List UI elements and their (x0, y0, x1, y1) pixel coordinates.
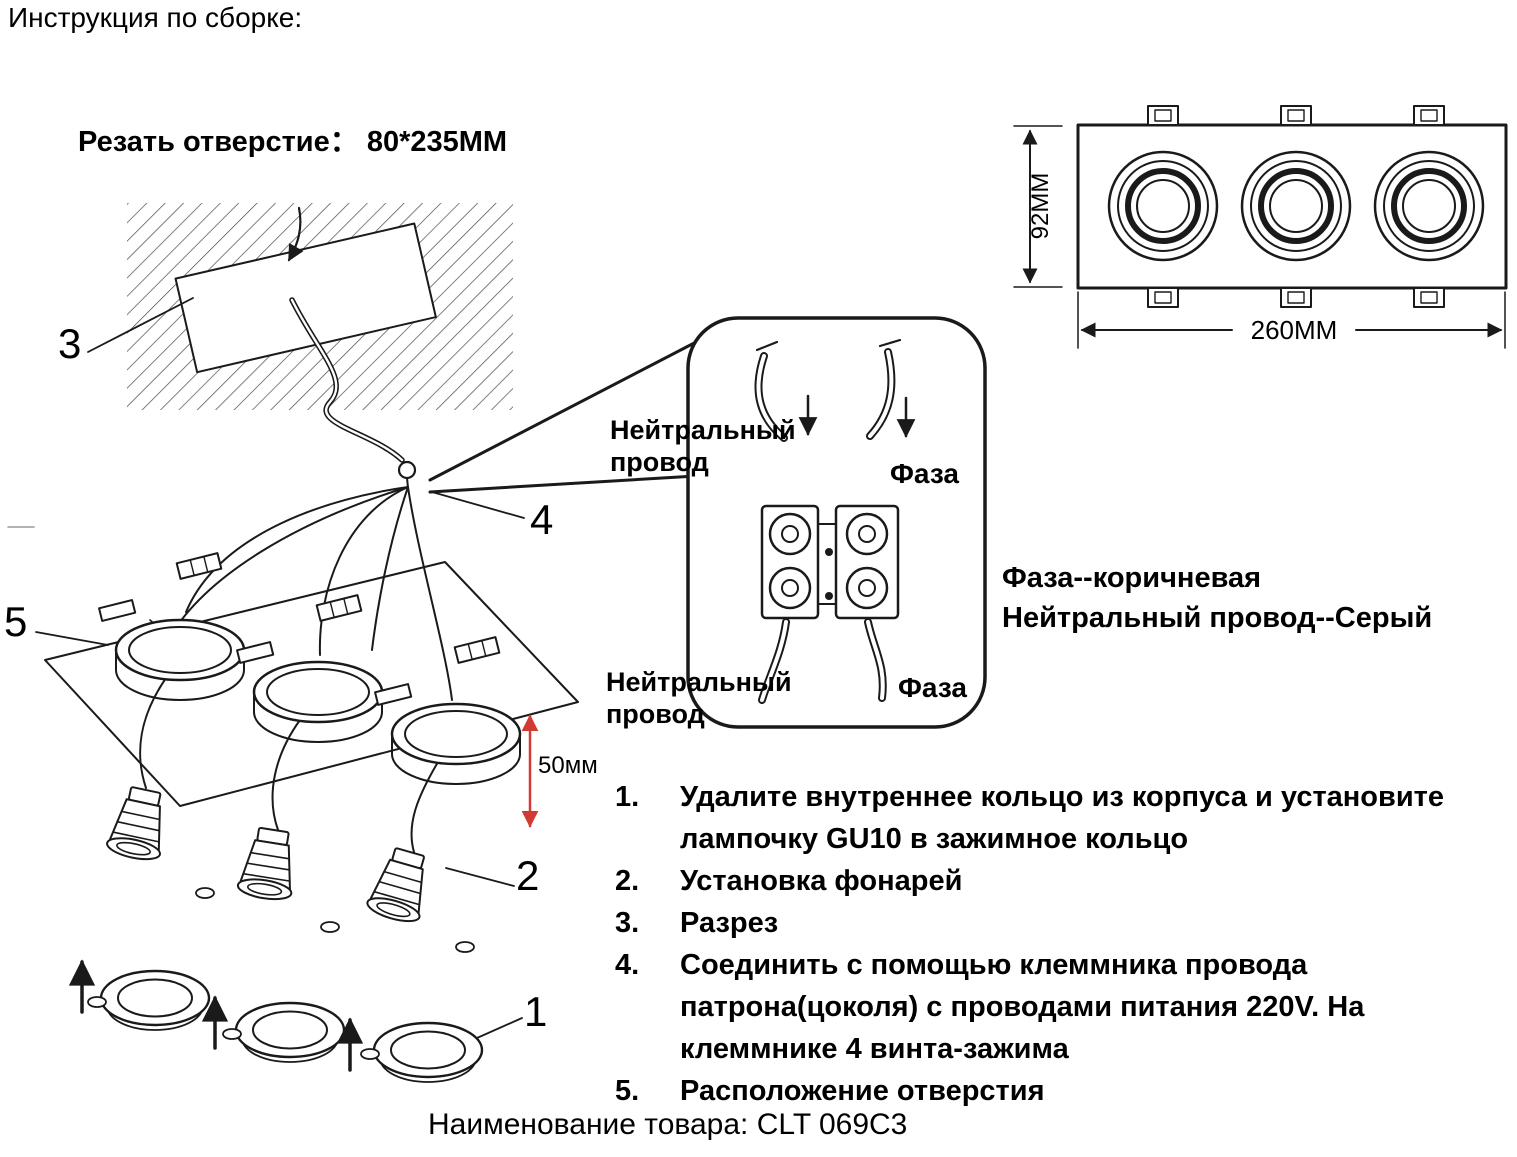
power-cable (289, 297, 417, 489)
fixture-wires (139, 486, 453, 853)
cable-hook (397, 460, 417, 480)
cut-hole-arrow-icon (287, 206, 304, 262)
zoom-line-bottom (428, 474, 698, 494)
step-text: Установка фонарей (680, 865, 963, 897)
neutral-wire-top (754, 340, 788, 442)
assembly-steps: 1. Удалите внутреннее кольцо из корпуса … (615, 776, 1495, 1112)
callout-number-4: 4 (530, 496, 554, 543)
step-number: 5. (615, 1075, 640, 1107)
step-number: 1. (615, 781, 640, 813)
screw-3 (455, 941, 475, 953)
clamp-ring-2 (221, 1001, 346, 1064)
wire-color-legend-neutral: Нейтральный провод--Серый (1002, 602, 1433, 634)
zoom-line-top (428, 338, 702, 482)
clamp-ring-1 (86, 969, 211, 1032)
dimension-width: 260MM (1077, 291, 1506, 349)
gu10-lamp-3 (364, 843, 437, 927)
spot-circles (1107, 150, 1485, 262)
step-item: 1. Удалите внутреннее кольцо из корпуса … (615, 776, 1495, 860)
wire-color-legend-phase: Фаза--коричневая (1002, 562, 1262, 594)
screw-1 (195, 887, 215, 899)
terminal-block (760, 504, 900, 620)
callout-number-3: 3 (58, 320, 82, 367)
callout-number-5: 5 (4, 598, 28, 645)
dimension-height: 92MM (1013, 125, 1063, 288)
phase-wire-top (866, 338, 902, 440)
mounting-tabs (1147, 105, 1445, 308)
product-name: Наименование товара: CLT 069C3 (428, 1108, 908, 1141)
step-text: Удалите внутреннее кольцо из корпуса и у… (680, 781, 1444, 855)
mounting-plate (44, 561, 579, 807)
fixture-front-view: 92MM 260MM (1013, 105, 1508, 349)
ceiling-hatch-area (127, 203, 513, 410)
callout-line-3 (87, 297, 194, 353)
step-item: 4. Соединить с помощью клеммника провода… (615, 944, 1495, 1070)
step-text: Разрез (680, 907, 779, 939)
callout-line-5 (35, 631, 109, 646)
step-text: Соединить с помощью клеммника провода па… (680, 949, 1365, 1065)
neutral-wire-label-bottom: Нейтральный провод (606, 667, 792, 730)
terminal-detail-box (686, 316, 987, 729)
step-item: 5. Расположение отверстия (615, 1070, 1495, 1112)
step-number: 4. (615, 949, 640, 981)
fixture-ring-3 (374, 636, 522, 785)
step-text: Расположение отверстия (680, 1075, 1045, 1107)
clamp-ring-3 (359, 1021, 484, 1084)
callout-line-2 (445, 867, 515, 887)
step-number: 2. (615, 865, 640, 897)
offset-50mm-label: 50мм (538, 752, 598, 779)
phase-wire-bottom (864, 618, 887, 702)
dimension-height-label: 92MM (1027, 173, 1054, 240)
gu10-lamp-2 (235, 824, 302, 904)
fixture-ring-1 (98, 552, 246, 701)
callout-line-4 (431, 491, 525, 519)
page-title: Инструкция по сборке: (8, 2, 303, 33)
phase-label-top: Фаза (890, 458, 959, 489)
step-item: 3. Разрез (615, 902, 1495, 944)
phase-label-bottom: Фаза (898, 672, 967, 703)
neutral-wire-label-top: Нейтральный провод (610, 415, 796, 478)
callout-number-2: 2 (516, 852, 540, 899)
step-number: 3. (615, 907, 640, 939)
cut-hole-label: Резать отверстие： 80*235MM (78, 126, 508, 158)
fixture-ring-2 (236, 594, 384, 743)
callout-number-1: 1 (524, 988, 548, 1035)
step-item: 2. Установка фонарей (615, 860, 1495, 902)
dimension-width-label: 260MM (1251, 315, 1338, 345)
screw-2 (320, 921, 340, 933)
neutral-wire-bottom (758, 618, 790, 704)
gu10-lamp-1 (104, 783, 174, 865)
